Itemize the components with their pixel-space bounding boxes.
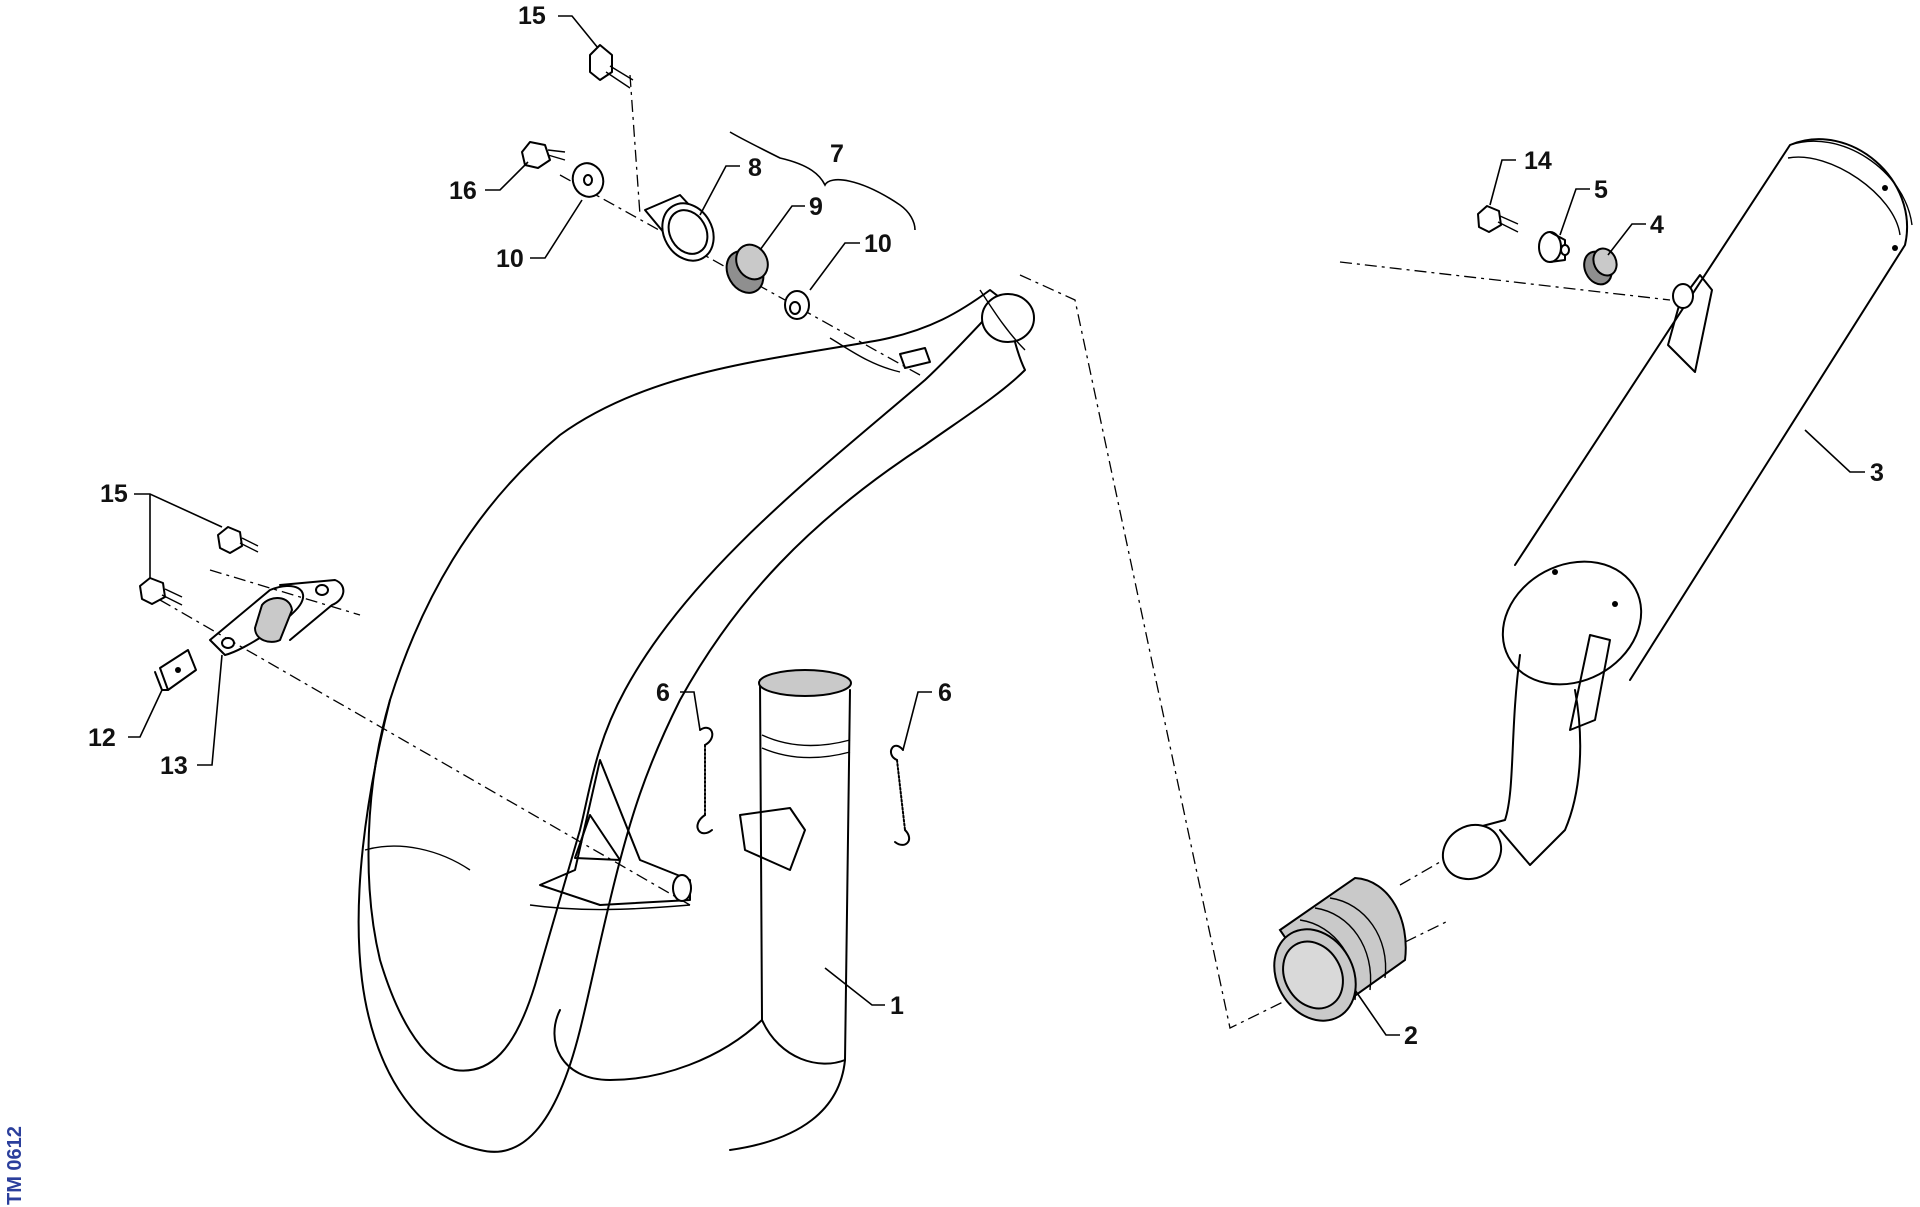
callout-8: 8 bbox=[748, 154, 762, 182]
callout-9: 9 bbox=[809, 193, 823, 221]
spring-6-left bbox=[696, 726, 714, 835]
silencer-damper bbox=[1273, 876, 1407, 1022]
axis-bolt-15-top bbox=[629, 74, 641, 216]
callout-14: 14 bbox=[1524, 147, 1552, 175]
assembly-axes bbox=[159, 74, 1671, 1029]
callout-7: 7 bbox=[830, 140, 844, 168]
callout-16: 16 bbox=[449, 177, 477, 205]
axis-silencer-mount bbox=[1339, 261, 1671, 301]
callout-6-left: 6 bbox=[656, 679, 670, 707]
axis-sleeve bbox=[1399, 861, 1441, 886]
bracket-plate-13 bbox=[209, 579, 345, 656]
callout-3: 3 bbox=[1870, 459, 1884, 487]
axis-bracket-13 bbox=[159, 599, 691, 906]
callout-13: 13 bbox=[160, 752, 188, 780]
callout-2: 2 bbox=[1404, 1022, 1418, 1050]
bolt-15-left-upper bbox=[217, 526, 259, 554]
leader-lines bbox=[128, 15, 1865, 1036]
bolt-14 bbox=[1477, 205, 1519, 233]
rubber-grommet-4 bbox=[1583, 247, 1618, 286]
sleeve-5 bbox=[1538, 231, 1570, 263]
spacer-10 bbox=[784, 290, 810, 320]
callout-10: 10 bbox=[864, 230, 892, 258]
callout-4: 4 bbox=[1650, 211, 1664, 239]
callout-12: 12 bbox=[88, 724, 116, 752]
callout-15-top: 15 bbox=[518, 2, 546, 30]
pipe-inlet-end bbox=[981, 293, 1035, 343]
callout-1: 1 bbox=[890, 992, 904, 1020]
axis-bolt-15-left-a bbox=[209, 569, 361, 616]
callout-15-left: 15 bbox=[100, 480, 128, 508]
bolt-15-top bbox=[589, 44, 634, 89]
spring-6-right bbox=[889, 744, 911, 846]
callout-6-right: 6 bbox=[938, 679, 952, 707]
clip-8 bbox=[644, 194, 715, 262]
rubber-grommet-9 bbox=[725, 243, 769, 294]
drawing-code: TM 0612 bbox=[4, 1126, 26, 1205]
callout-11: 10 bbox=[496, 245, 524, 273]
expansion-chamber-pipe bbox=[357, 289, 1035, 1153]
callout-labels: 15 16 10 8 7 9 10 15 12 13 6 6 1 2 3 14 … bbox=[88, 2, 1884, 1050]
clip-nut-12 bbox=[154, 649, 197, 691]
bolt-16 bbox=[521, 141, 566, 169]
pipe-outlet-end bbox=[758, 669, 852, 697]
callout-5: 5 bbox=[1594, 176, 1608, 204]
silencer-muffler bbox=[1441, 138, 1913, 881]
washer-11 bbox=[571, 162, 605, 198]
